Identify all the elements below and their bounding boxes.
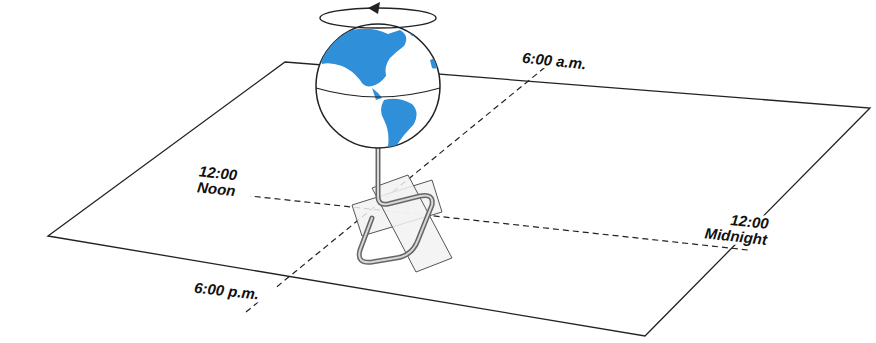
noon-midnight-line <box>195 190 748 250</box>
time-label: 12:00 Noon <box>194 163 253 201</box>
time-label: 6:00 a.m. <box>520 50 645 79</box>
globe <box>316 24 440 148</box>
paper-sheet <box>48 62 870 336</box>
paper-clip <box>359 148 432 262</box>
paper-clip-highlight <box>359 148 432 262</box>
tape <box>372 175 452 272</box>
time-label: 6:00 p.m. <box>192 280 317 309</box>
arrowhead <box>368 2 380 14</box>
continents <box>318 25 442 149</box>
equator <box>316 88 440 97</box>
